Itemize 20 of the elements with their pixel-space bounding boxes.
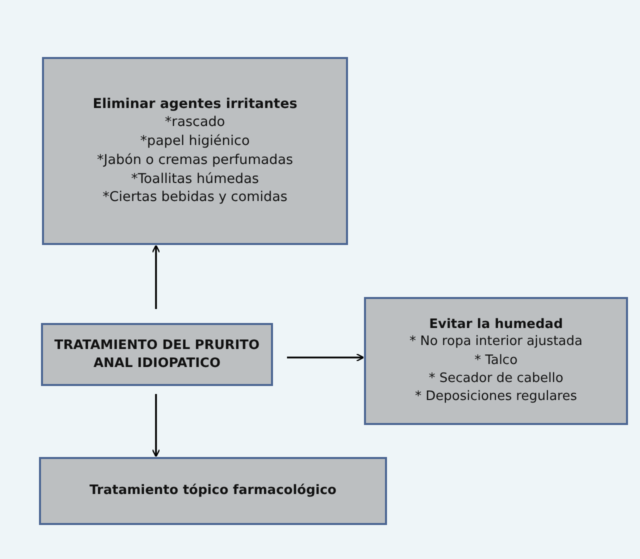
box-heading: TRATAMIENTO DEL PRURITO ANAL IDIOPATICO: [53, 336, 261, 372]
list-item: * No ropa interior ajustada: [409, 333, 582, 352]
process-box: [42, 57, 348, 245]
box-heading: Evitar la humedad: [429, 316, 563, 334]
list-item: *rascado: [164, 112, 226, 132]
arrow: [152, 394, 160, 458]
process-box: [364, 297, 628, 425]
arrow: [152, 244, 160, 309]
list-item: *Toallitas húmedas: [131, 170, 259, 188]
process-box: [39, 457, 387, 525]
list-item: * Deposiciones regulares: [414, 388, 578, 406]
box-heading: Eliminar agentes irritantes: [92, 94, 298, 113]
box-heading: Tratamiento tópico farmacológico: [89, 482, 336, 500]
list-item: * Talco: [474, 352, 518, 370]
arrow: [287, 353, 364, 362]
list-item: * Secador de cabello: [428, 370, 564, 388]
process-box: [41, 323, 273, 386]
list-item: *Jabón o cremas perfumadas: [97, 150, 293, 170]
list-item: *papel higiénico: [140, 132, 250, 151]
list-item: *Ciertas bebidas y comidas: [102, 188, 288, 208]
